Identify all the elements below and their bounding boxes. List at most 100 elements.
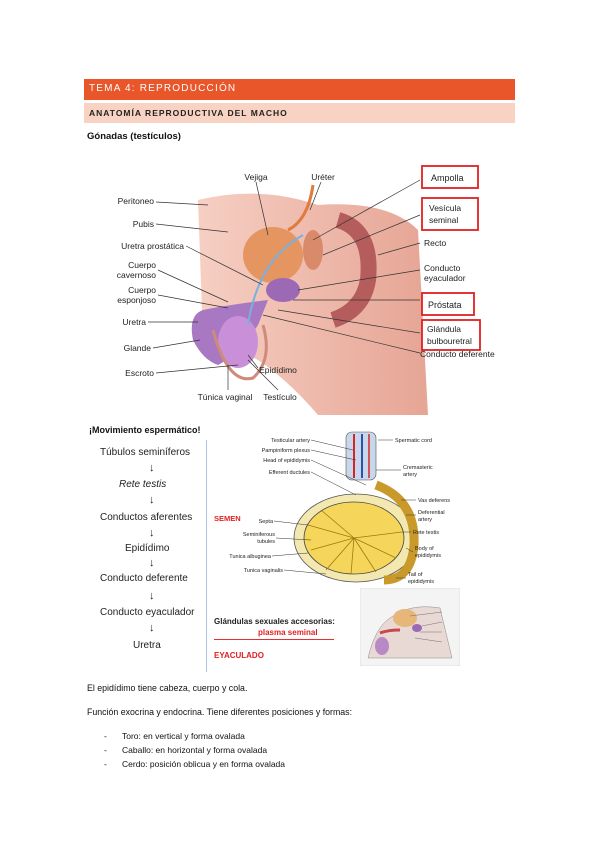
flow-arrow-3: ↓ bbox=[149, 527, 155, 539]
leader-lines bbox=[148, 179, 421, 391]
bullet-toro: Toro: en vertical y forma ovalada bbox=[122, 731, 245, 741]
fig2-label-spermatic-cord: Spermatic cord bbox=[395, 438, 432, 444]
label-ureter: Uréter bbox=[311, 172, 335, 182]
flow-divider bbox=[206, 440, 207, 672]
fig2-label-body-2: epididymis bbox=[415, 553, 441, 559]
epididymis-shape bbox=[374, 480, 419, 585]
label-cuerpo-cavernoso-1: Cuerpo bbox=[128, 260, 156, 270]
prostate-shape bbox=[266, 278, 300, 302]
bullet-caballo: Caballo: en horizontal y forma ovalada bbox=[122, 745, 268, 755]
bullet-marker-3: - bbox=[104, 759, 107, 769]
fig2-label-head-epididymis: Head of epididymis bbox=[263, 458, 310, 464]
sketch-body bbox=[367, 606, 453, 659]
bullet-marker-1: - bbox=[104, 731, 107, 741]
label-conducto-eyaculador-1: Conducto bbox=[424, 263, 461, 273]
semen-label: SEMEN bbox=[214, 514, 241, 523]
label-vesicula: Vesícula bbox=[429, 203, 461, 213]
label-cuerpo-esponjoso-1: Cuerpo bbox=[128, 285, 156, 295]
accessory-glands-label: Glándulas sexuales accesorias: bbox=[214, 617, 335, 626]
fig2-label-vas-deferens: Vas deferens bbox=[418, 498, 450, 504]
fig2-label-albuginea: Tunica albuginea bbox=[229, 554, 272, 560]
seminal-vesicle-shape bbox=[303, 230, 323, 270]
fig2-label-cremasteric-2: artery bbox=[403, 472, 417, 478]
flow-arrow-5: ↓ bbox=[149, 590, 155, 602]
label-escroto: Escroto bbox=[125, 368, 154, 378]
rectum-shape bbox=[330, 212, 377, 328]
label-ampolla: Ampolla bbox=[431, 173, 464, 183]
flow-step-uretra: Uretra bbox=[133, 640, 161, 651]
plasma-seminal-label: plasma seminal bbox=[258, 628, 318, 637]
section-title: ANATOMÍA REPRODUCTIVA DEL MACHO bbox=[89, 108, 288, 118]
box-prostata bbox=[421, 292, 475, 316]
bladder-shape bbox=[243, 227, 303, 283]
fig2-label-tubules: tubules bbox=[257, 539, 275, 545]
label-pubis: Pubis bbox=[133, 219, 154, 229]
flow-step-conducto-deferente: Conducto deferente bbox=[100, 573, 188, 584]
boxed-labels: Ampolla Vesícula seminal Próstata Glándu… bbox=[421, 165, 481, 351]
flow-step-conductos-aferentes: Conductos aferentes bbox=[100, 512, 193, 523]
bullet-cerdo: Cerdo: posición oblicua y en forma ovala… bbox=[122, 759, 286, 769]
fig2-label-vaginalis: Tunica vaginalis bbox=[244, 568, 283, 574]
label-seminal: seminal bbox=[429, 215, 458, 225]
label-tunica-vaginal: Túnica vaginal bbox=[198, 392, 253, 402]
label-bulbouretral: bulbouretral bbox=[427, 336, 472, 346]
fig2-label-rete-testis: Rete testis bbox=[413, 530, 439, 536]
fig2-label-seminiferous: Seminiferous bbox=[243, 532, 275, 538]
flow-step-conducto-eyaculador: Conducto eyaculador bbox=[100, 607, 195, 618]
testis-cross-section-figure: Testicular artery Pampiniform plexus Hea… bbox=[229, 431, 450, 585]
fig2-label-septa: Septa bbox=[259, 519, 274, 525]
fig2-label-testicular-artery: Testicular artery bbox=[271, 438, 310, 444]
fig2-label-body-1: Body of bbox=[415, 546, 434, 552]
sketch-leaders bbox=[409, 611, 443, 643]
chapter-header: TEMA 4: REPRODUCCIÓN bbox=[84, 79, 515, 100]
sketch-bladder bbox=[393, 609, 417, 627]
flow-step-tubulos: Túbulos seminíferos bbox=[100, 447, 191, 458]
scrotum-shape bbox=[211, 324, 268, 381]
fig2-label-tail-2: epididymis bbox=[408, 579, 434, 585]
eyaculado-label: EYACULADO bbox=[214, 651, 264, 660]
flow-step-epididimo: Epidídimo bbox=[125, 543, 170, 554]
label-conducto-deferente: Conducto deferente bbox=[420, 349, 495, 359]
sketch-prostate bbox=[412, 624, 422, 632]
label-cuerpo-esponjoso-2: esponjoso bbox=[117, 295, 156, 305]
label-vejiga: Vejiga bbox=[244, 172, 267, 182]
flow-arrow-1: ↓ bbox=[149, 462, 155, 474]
flow-arrow-6: ↓ bbox=[149, 622, 155, 634]
flow-arrow-4: ↓ bbox=[149, 557, 155, 569]
label-prostata: Próstata bbox=[428, 300, 462, 310]
label-recto: Recto bbox=[424, 238, 446, 248]
label-testiculo: Testículo bbox=[263, 392, 297, 402]
sketch-urethra bbox=[379, 628, 401, 635]
fig2-label-cremasteric-1: Cremasteric bbox=[403, 465, 433, 471]
flow-arrow-2: ↓ bbox=[149, 494, 155, 506]
box-glandula-bulbouretral bbox=[421, 319, 481, 351]
label-glande: Glande bbox=[124, 343, 152, 353]
box-vesicula-seminal bbox=[421, 197, 479, 231]
fig2-label-efferent: Efferent ductules bbox=[269, 470, 310, 476]
flow-step-rete-testis: Rete testis bbox=[119, 479, 167, 490]
paragraph-epididimo: El epidídimo tiene cabeza, cuerpo y cola… bbox=[87, 683, 248, 693]
label-epididimo: Epidídimo bbox=[259, 365, 297, 375]
label-uretra-prostatica: Uretra prostática bbox=[121, 241, 184, 251]
bullet-marker-2: - bbox=[104, 745, 107, 755]
label-cuerpo-cavernoso-2: cavernoso bbox=[117, 270, 156, 280]
section-header: ANATOMÍA REPRODUCTIVA DEL MACHO bbox=[84, 103, 515, 123]
fig2-label-tail-1: Tail of bbox=[408, 572, 423, 578]
vas-deferens-shape bbox=[247, 234, 304, 326]
sketch-testis bbox=[375, 637, 389, 655]
label-peritoneo: Peritoneo bbox=[118, 196, 155, 206]
subtitle: Gónadas (testículos) bbox=[87, 131, 181, 142]
ureter-shape bbox=[287, 184, 315, 232]
plasma-underline bbox=[214, 639, 334, 640]
label-uretra: Uretra bbox=[122, 317, 146, 327]
septa-lines bbox=[307, 509, 403, 575]
box-ampolla bbox=[421, 165, 479, 189]
label-glandula: Glándula bbox=[427, 324, 461, 334]
fig2-label-pampiniform: Pampiniform plexus bbox=[262, 448, 311, 454]
fig2-label-deferential-2: artery bbox=[418, 517, 432, 523]
male-reproductive-anatomy-figure: Peritoneo Pubis Uretra prostática Cuerpo… bbox=[117, 165, 495, 415]
figure2-leaders bbox=[271, 439, 416, 579]
fig2-label-deferential-1: Deferential bbox=[418, 510, 445, 516]
paragraph-funcion: Función exocrina y endocrina. Tiene dife… bbox=[87, 707, 353, 717]
accessory-glands-sketch bbox=[360, 588, 460, 666]
